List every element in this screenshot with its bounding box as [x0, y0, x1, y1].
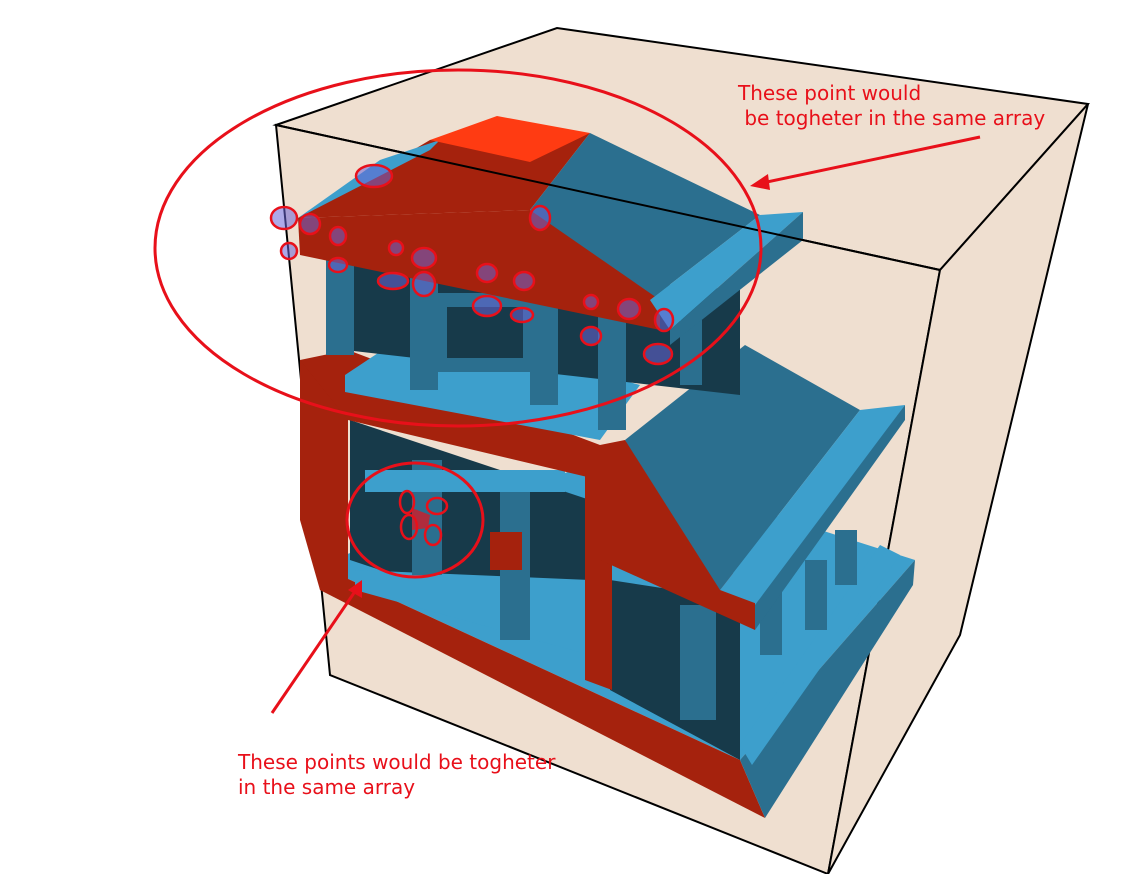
lower-block: [490, 532, 522, 570]
point-marker: [376, 271, 410, 291]
upper-roof-eave-edge: [670, 212, 803, 345]
point-marker: [398, 489, 416, 515]
point-marker: [410, 246, 438, 270]
point-marker: [269, 205, 299, 231]
upper-roof-right-slope: [530, 133, 760, 300]
top-annotation: [153, 68, 981, 428]
side-column-2: [805, 560, 827, 630]
lower-roof-eave: [720, 405, 905, 605]
lower-roof-eave-edge: [755, 405, 905, 630]
right-column: [680, 605, 716, 720]
frame-left-post: [300, 360, 348, 600]
point-marker: [528, 204, 552, 232]
side-column-3: [835, 530, 857, 585]
point-marker: [579, 325, 603, 347]
top-annotation-text: These point would be togheter in the sam…: [738, 81, 1046, 130]
upper-right-column: [680, 320, 702, 385]
bounding-box-right-face: [827, 103, 1089, 874]
point-marker: [328, 225, 348, 247]
top-point-markers: [269, 163, 675, 366]
point-marker: [411, 270, 437, 298]
lower-hall-floor: [355, 570, 590, 655]
point-marker: [298, 212, 322, 236]
lower-roof: [625, 345, 905, 630]
point-marker: [387, 239, 405, 257]
point-marker: [423, 523, 443, 547]
step-top: [740, 545, 900, 765]
top-group-ellipse: [153, 68, 763, 428]
point-marker: [653, 307, 675, 333]
bottom-group-ellipse: [345, 461, 485, 579]
bottom-annotation: [270, 461, 485, 714]
top-annotation-arrow-line: [761, 135, 981, 185]
point-marker: [512, 270, 536, 292]
ground-slab-front: [318, 565, 765, 818]
top-annotation-arrow-head: [750, 174, 770, 190]
point-marker: [327, 256, 349, 274]
point-marker: [616, 297, 642, 321]
ground-slab-side: [740, 560, 915, 818]
bottom-marker-fill: [412, 508, 430, 530]
bottom-annotation-arrow-head: [348, 580, 362, 598]
bottom-annotation-text: These points would be togheter in the sa…: [238, 750, 556, 799]
point-marker: [582, 293, 600, 311]
point-marker: [475, 262, 499, 284]
point-marker: [471, 294, 503, 318]
bounding-box-edge-front: [275, 124, 941, 271]
point-marker: [642, 342, 674, 366]
point-marker: [279, 241, 299, 261]
lower-roof-slope: [625, 345, 860, 590]
bottom-annotation-arrow-line: [270, 589, 358, 714]
upper-roof-ridge: [430, 116, 590, 162]
point-marker: [425, 496, 449, 516]
upper-roof-eave-right: [650, 212, 803, 330]
point-marker: [509, 306, 535, 324]
point-marker: [354, 163, 394, 189]
